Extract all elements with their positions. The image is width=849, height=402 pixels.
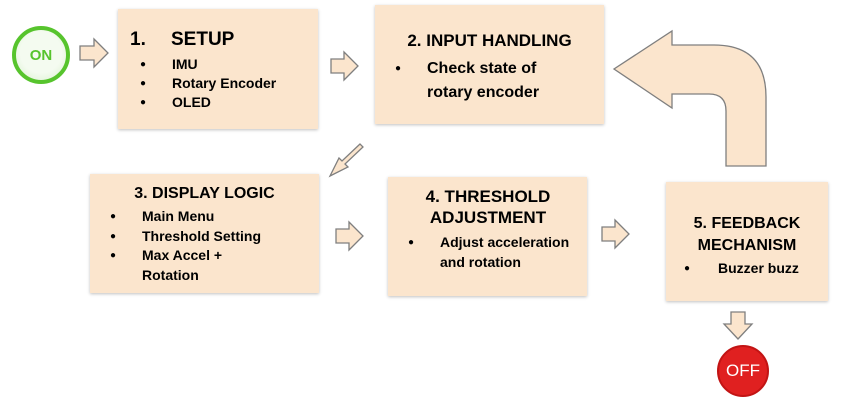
on-start-node: ON [12, 26, 70, 84]
off-end-node: OFF [717, 345, 769, 397]
setup-item-list: IMU Rotary Encoder OLED [140, 55, 276, 112]
on-label: ON [29, 46, 53, 64]
arrow-down-left-icon [328, 143, 364, 178]
feedback-mechanism-item: Buzzer buzz [684, 259, 828, 278]
setup-item: Rotary Encoder [140, 74, 276, 93]
display-logic-item: Max Accel + Rotation [110, 246, 252, 285]
off-label: OFF [726, 361, 760, 380]
arrow-right-icon [601, 218, 630, 250]
threshold-adjustment-step-box: 4. THRESHOLD ADJUSTMENT Adjust accelerat… [388, 177, 587, 296]
display-logic-item: Threshold Setting [110, 227, 310, 247]
input-handling-title: 2. INPUT HANDLING [407, 31, 572, 50]
input-handling-item-list: Check state of rotary encoder [395, 57, 595, 105]
arrow-right-icon [330, 50, 359, 82]
setup-step-title: SETUP [171, 29, 235, 50]
setup-step-box: 1. SETUP IMU Rotary Encoder OLED [118, 9, 318, 129]
display-logic-item: Main Menu [110, 207, 310, 227]
setup-item: OLED [140, 93, 276, 112]
arrow-right-icon [79, 37, 109, 69]
feedback-mechanism-step-box: 5. FEEDBACK MECHANISM Buzzer buzz [666, 182, 828, 301]
input-handling-item: Check state of rotary encoder [395, 57, 577, 105]
feedback-mechanism-title: 5. FEEDBACK MECHANISM [693, 215, 801, 254]
arrow-down-icon [722, 311, 754, 340]
threshold-adjustment-title: 4. THRESHOLD ADJUSTMENT [425, 187, 551, 227]
display-logic-title: 3. DISPLAY LOGIC [134, 185, 275, 202]
loop-back-arrow-icon [612, 29, 767, 167]
setup-step-number: 1. [130, 29, 146, 50]
threshold-adjustment-item-list: Adjust acceleration and rotation [408, 233, 583, 272]
arrow-right-icon [335, 220, 364, 252]
setup-item: IMU [140, 55, 276, 74]
feedback-mechanism-item-list: Buzzer buzz [684, 259, 828, 278]
threshold-adjustment-item: Adjust acceleration and rotation [408, 233, 580, 272]
display-logic-step-box: 3. DISPLAY LOGIC Main Menu Threshold Set… [90, 174, 319, 293]
display-logic-item-list: Main Menu Threshold Setting Max Accel + … [110, 207, 310, 285]
input-handling-step-box: 2. INPUT HANDLING Check state of rotary … [375, 5, 604, 124]
